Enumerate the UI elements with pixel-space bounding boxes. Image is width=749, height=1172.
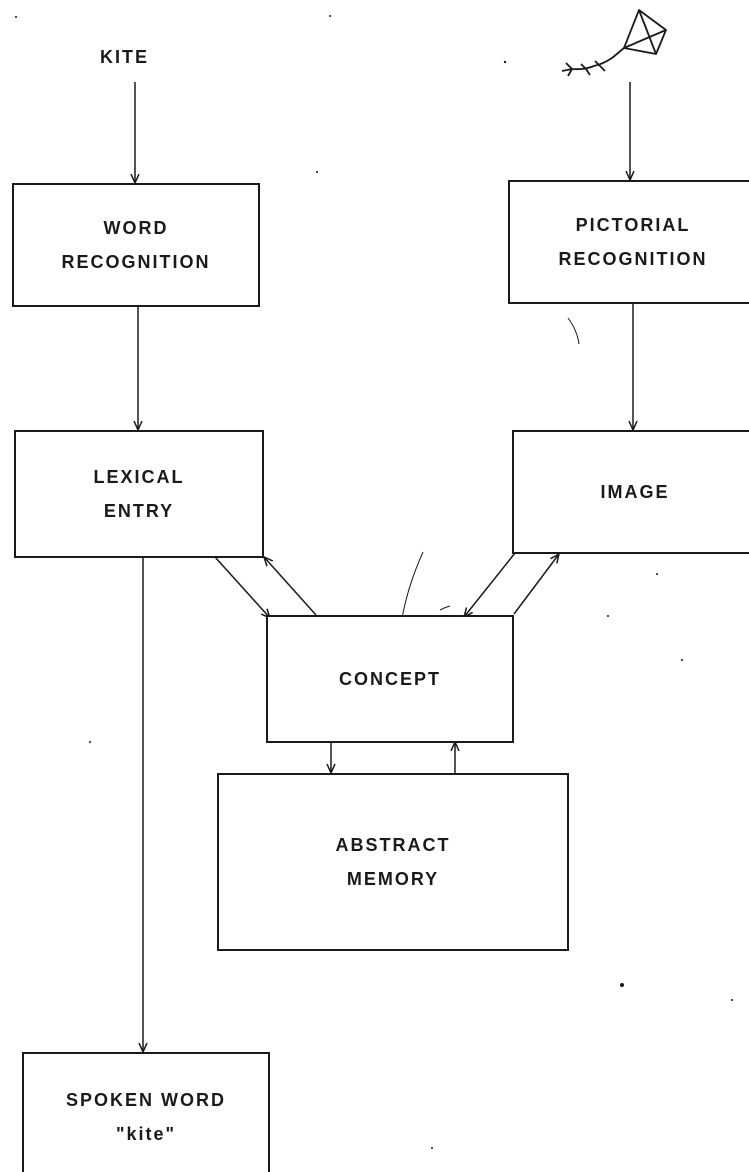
lexical-entry-box: LEXICAL ENTRY bbox=[14, 430, 264, 558]
lexical-entry-label-line1: LEXICAL bbox=[93, 467, 185, 487]
pictorial-recognition-label-line1: PICTORIAL bbox=[575, 215, 691, 235]
spoken-word-box: SPOKEN WORD "kite" bbox=[22, 1052, 270, 1172]
lexical-entry-label-line2: ENTRY bbox=[103, 501, 175, 521]
arrow-image-to-concept bbox=[464, 552, 516, 617]
pictorial-recognition-label-line2: RECOGNITION bbox=[558, 249, 708, 269]
concept-box: CONCEPT bbox=[266, 615, 514, 743]
word-recognition-label-line1: WORD bbox=[103, 218, 169, 238]
image-label: IMAGE bbox=[600, 482, 670, 502]
input-word-kite: KITE bbox=[100, 47, 150, 67]
scan-specks bbox=[15, 15, 733, 1149]
spoken-word-label-line1: SPOKEN WORD bbox=[65, 1090, 226, 1110]
arrow-lexical-entry-to-concept bbox=[214, 556, 270, 618]
concept-label: CONCEPT bbox=[338, 669, 441, 689]
word-recognition-box: WORD RECOGNITION bbox=[12, 183, 260, 307]
image-box: IMAGE bbox=[512, 430, 749, 554]
kite-icon bbox=[561, 9, 667, 77]
arrow-concept-to-lexical-entry bbox=[264, 557, 317, 616]
abstract-memory-label-line1: ABSTRACT bbox=[335, 835, 451, 855]
arrow-concept-to-image bbox=[513, 554, 559, 615]
abstract-memory-box: ABSTRACT MEMORY bbox=[217, 773, 569, 951]
spoken-word-label-line2: "kite" bbox=[115, 1124, 177, 1144]
word-recognition-label-line2: RECOGNITION bbox=[61, 252, 211, 272]
pictorial-recognition-box: PICTORIAL RECOGNITION bbox=[508, 180, 749, 304]
abstract-memory-label-line2: MEMORY bbox=[346, 869, 440, 889]
